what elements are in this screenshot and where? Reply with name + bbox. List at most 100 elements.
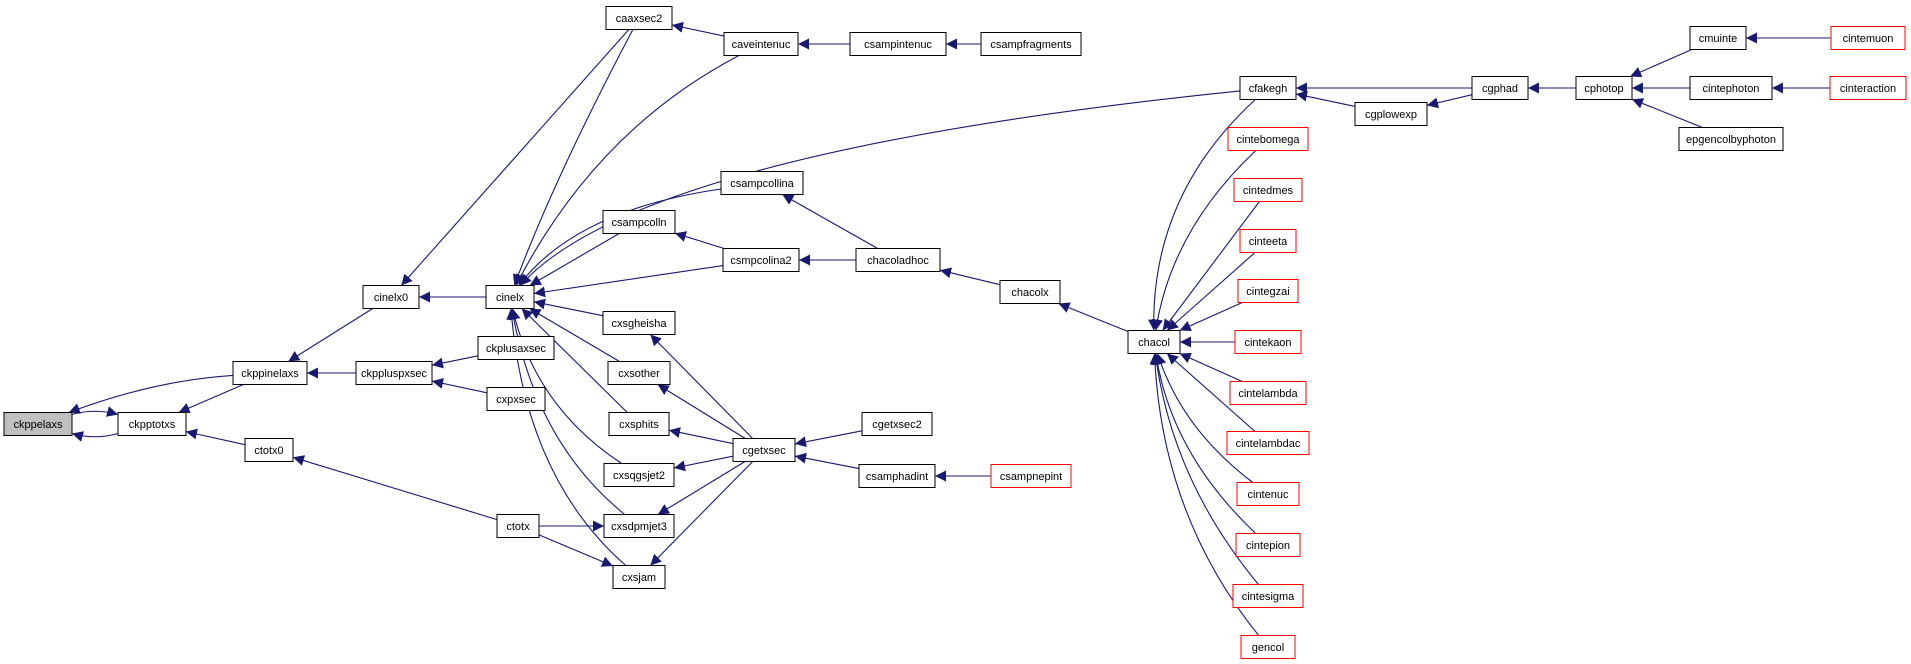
node-cinteraction[interactable]: cinteraction [1829,76,1907,100]
node-cfakegh[interactable]: cfakegh [1239,76,1297,100]
node-csampintenuc[interactable]: csampintenuc [849,32,947,56]
node-box-epgencolbyphoton[interactable] [1678,127,1784,151]
node-cintepion[interactable]: cintepion [1235,533,1301,557]
node-box-cxsgheisha[interactable] [602,311,676,335]
node-box-cgetxsec2[interactable] [861,412,933,436]
node-box-csampcolln[interactable] [602,210,676,234]
node-box-cintesigma[interactable] [1232,584,1304,608]
node-box-cinelx0[interactable] [362,285,420,309]
node-box-csmpcolina2[interactable] [722,248,800,272]
node-csampcollina[interactable]: csampcollina [720,171,804,195]
node-box-ckppinelaxs[interactable] [232,361,308,385]
node-box-cinteraction[interactable] [1829,76,1907,100]
node-cphotop[interactable]: cphotop [1575,76,1633,100]
node-box-ckppelaxs[interactable] [3,412,73,436]
node-ckppluspxsec[interactable]: ckppluspxsec [355,361,433,385]
node-cintedmes[interactable]: cintedmes [1233,178,1303,202]
node-box-cintephoton[interactable] [1689,76,1773,100]
node-box-cxsjam[interactable] [612,565,666,589]
node-caaxsec2[interactable]: caaxsec2 [605,6,673,30]
node-box-cinelx[interactable] [485,285,535,309]
node-csampnepint[interactable]: csampnepint [990,464,1072,488]
node-box-csampfragments[interactable] [980,32,1082,56]
node-box-cgetxsec[interactable] [732,438,796,462]
node-box-caveintenuc[interactable] [723,32,799,56]
node-box-ctotx[interactable] [496,514,540,538]
node-box-cintegzai[interactable] [1237,279,1299,303]
node-box-ckplusaxsec[interactable] [477,336,555,360]
node-cintelambda[interactable]: cintelambda [1229,381,1307,405]
node-box-cintedmes[interactable] [1233,178,1303,202]
node-cinelx[interactable]: cinelx [485,285,535,309]
node-cintegzai[interactable]: cintegzai [1237,279,1299,303]
node-box-cfakegh[interactable] [1239,76,1297,100]
node-ckplusaxsec[interactable]: ckplusaxsec [477,336,555,360]
node-csmpcolina2[interactable]: csmpcolina2 [722,248,800,272]
node-ctotx[interactable]: ctotx [496,514,540,538]
node-box-cxpxsec[interactable] [486,387,546,411]
node-cintekaon[interactable]: cintekaon [1234,330,1302,354]
node-cgphad[interactable]: cgphad [1471,76,1529,100]
node-box-cintekaon[interactable] [1234,330,1302,354]
node-box-cintelambdac[interactable] [1226,431,1310,455]
node-cxsother[interactable]: cxsother [607,361,671,385]
node-box-csampnepint[interactable] [990,464,1072,488]
node-box-cxsother[interactable] [607,361,671,385]
node-box-cxsphits[interactable] [608,412,670,436]
node-cintephoton[interactable]: cintephoton [1689,76,1773,100]
node-box-cgplowexp[interactable] [1354,102,1428,126]
node-csampcolln[interactable]: csampcolln [602,210,676,234]
node-csamphadint[interactable]: csamphadint [858,464,936,488]
node-box-ckppluspxsec[interactable] [355,361,433,385]
node-cintelambdac[interactable]: cintelambdac [1226,431,1310,455]
node-box-cxsqgsjet2[interactable] [603,463,675,487]
node-box-gencol[interactable] [1240,635,1296,659]
node-box-cintenuc[interactable] [1236,482,1300,506]
node-box-cintebomega[interactable] [1227,127,1309,151]
node-caveintenuc[interactable]: caveintenuc [723,32,799,56]
node-cintesigma[interactable]: cintesigma [1232,584,1304,608]
node-cmuinte[interactable]: cmuinte [1689,26,1747,50]
node-box-chacoladhoc[interactable] [855,248,941,272]
node-box-cinteeta[interactable] [1239,229,1297,253]
node-cgetxsec2[interactable]: cgetxsec2 [861,412,933,436]
node-cxsdpmjet3[interactable]: cxsdpmjet3 [603,514,675,538]
node-cintemuon[interactable]: cintemuon [1830,26,1906,50]
node-cinelx0[interactable]: cinelx0 [362,285,420,309]
node-box-chacol[interactable] [1127,330,1181,354]
node-csampfragments[interactable]: csampfragments [980,32,1082,56]
node-box-caaxsec2[interactable] [605,6,673,30]
node-cintenuc[interactable]: cintenuc [1236,482,1300,506]
node-cxsgheisha[interactable]: cxsgheisha [602,311,676,335]
node-epgencolbyphoton[interactable]: epgencolbyphoton [1678,127,1784,151]
node-gencol[interactable]: gencol [1240,635,1296,659]
node-box-cphotop[interactable] [1575,76,1633,100]
node-chacol[interactable]: chacol [1127,330,1181,354]
node-box-cintelambda[interactable] [1229,381,1307,405]
node-cinteeta[interactable]: cinteeta [1239,229,1297,253]
node-ctotx0[interactable]: ctotx0 [244,438,294,462]
node-ckppinelaxs[interactable]: ckppinelaxs [232,361,308,385]
node-box-csamphadint[interactable] [858,464,936,488]
node-box-chacolx[interactable] [999,280,1061,304]
node-cgplowexp[interactable]: cgplowexp [1354,102,1428,126]
node-ckppelaxs[interactable]: ckppelaxs [3,412,73,436]
node-ckpptotxs[interactable]: ckpptotxs [117,412,187,436]
node-box-cxsdpmjet3[interactable] [603,514,675,538]
node-box-csampcollina[interactable] [720,171,804,195]
node-box-cmuinte[interactable] [1689,26,1747,50]
node-cxpxsec[interactable]: cxpxsec [486,387,546,411]
node-chacoladhoc[interactable]: chacoladhoc [855,248,941,272]
node-chacolx[interactable]: chacolx [999,280,1061,304]
node-box-cintemuon[interactable] [1830,26,1906,50]
node-box-ckpptotxs[interactable] [117,412,187,436]
node-box-cintepion[interactable] [1235,533,1301,557]
node-cgetxsec[interactable]: cgetxsec [732,438,796,462]
node-cxsqgsjet2[interactable]: cxsqgsjet2 [603,463,675,487]
node-box-csampintenuc[interactable] [849,32,947,56]
node-cxsphits[interactable]: cxsphits [608,412,670,436]
node-box-cgphad[interactable] [1471,76,1529,100]
node-box-ctotx0[interactable] [244,438,294,462]
node-cintebomega[interactable]: cintebomega [1227,127,1309,151]
node-cxsjam[interactable]: cxsjam [612,565,666,589]
